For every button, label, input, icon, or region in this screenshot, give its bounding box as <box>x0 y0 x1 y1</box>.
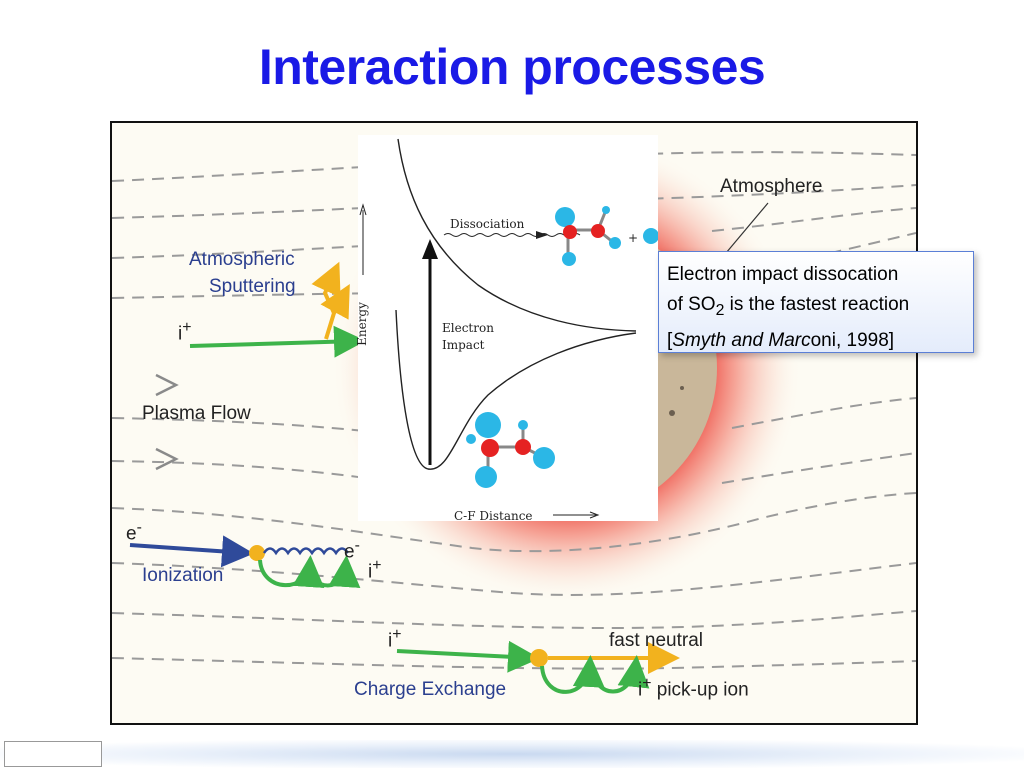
dissociated-molecule-icon <box>555 206 658 266</box>
reference-callout: Electron impact dissocation of SO2 is th… <box>658 251 974 353</box>
atmosphere-label: Atmosphere <box>720 176 823 197</box>
atmospheric-label: Atmospheric <box>189 249 295 270</box>
electron-impact-label-1: Electron <box>442 321 494 335</box>
ionization-label: Ionization <box>142 565 224 586</box>
energy-curve-graphics <box>359 138 658 519</box>
charge-exchange-ion-arrow <box>396 640 540 673</box>
callout-line-3: [Smyth and Marconi, 1998] <box>667 329 895 351</box>
callout-line-1: Electron impact dissocation <box>667 264 899 285</box>
ion-arrow <box>189 325 366 358</box>
flow-chevron-1 <box>155 373 179 397</box>
bound-molecule-icon <box>466 412 555 488</box>
slide-title: Interaction processes <box>258 39 766 95</box>
charge-exchange-point <box>530 649 548 667</box>
charge-exchange-ion-label: i+ <box>388 626 402 652</box>
ionized-electron-label: e- <box>344 537 360 563</box>
footer-bar <box>0 740 1024 768</box>
electron-arrow <box>129 535 254 568</box>
ionization-point <box>249 545 265 561</box>
plasma-flow-label: Plasma Flow <box>142 403 251 424</box>
interaction-diagram: Atmosphere Atmospheric Sputtering i+ Pla… <box>110 121 918 725</box>
potential-energy-inset: Dissociation Energy Electron Impact + C-… <box>354 135 658 523</box>
footer-thumbnail <box>4 741 102 767</box>
sputtering-label: Sputtering <box>209 276 296 297</box>
plus-sign: + <box>628 231 639 245</box>
fast-neutral-label: fast neutral <box>609 630 703 651</box>
energy-axis-label: Energy <box>354 302 369 346</box>
callout-line-2: of SO2 is the fastest reaction <box>667 294 910 319</box>
ion-label: i+ <box>178 319 192 345</box>
electron-label: e- <box>126 519 142 545</box>
cf-distance-label: C-F Distance <box>454 509 533 523</box>
sputter-arrows <box>311 261 341 340</box>
charge-exchange-label: Charge Exchange <box>354 679 507 700</box>
electron-impact-label-2: Impact <box>442 338 485 352</box>
pick-up-ion-label: i+ pick-up ion <box>638 675 749 701</box>
ionization-ion-label: i+ <box>368 557 382 583</box>
flow-chevron-2 <box>155 447 179 471</box>
dissociation-label: Dissociation <box>450 217 525 231</box>
